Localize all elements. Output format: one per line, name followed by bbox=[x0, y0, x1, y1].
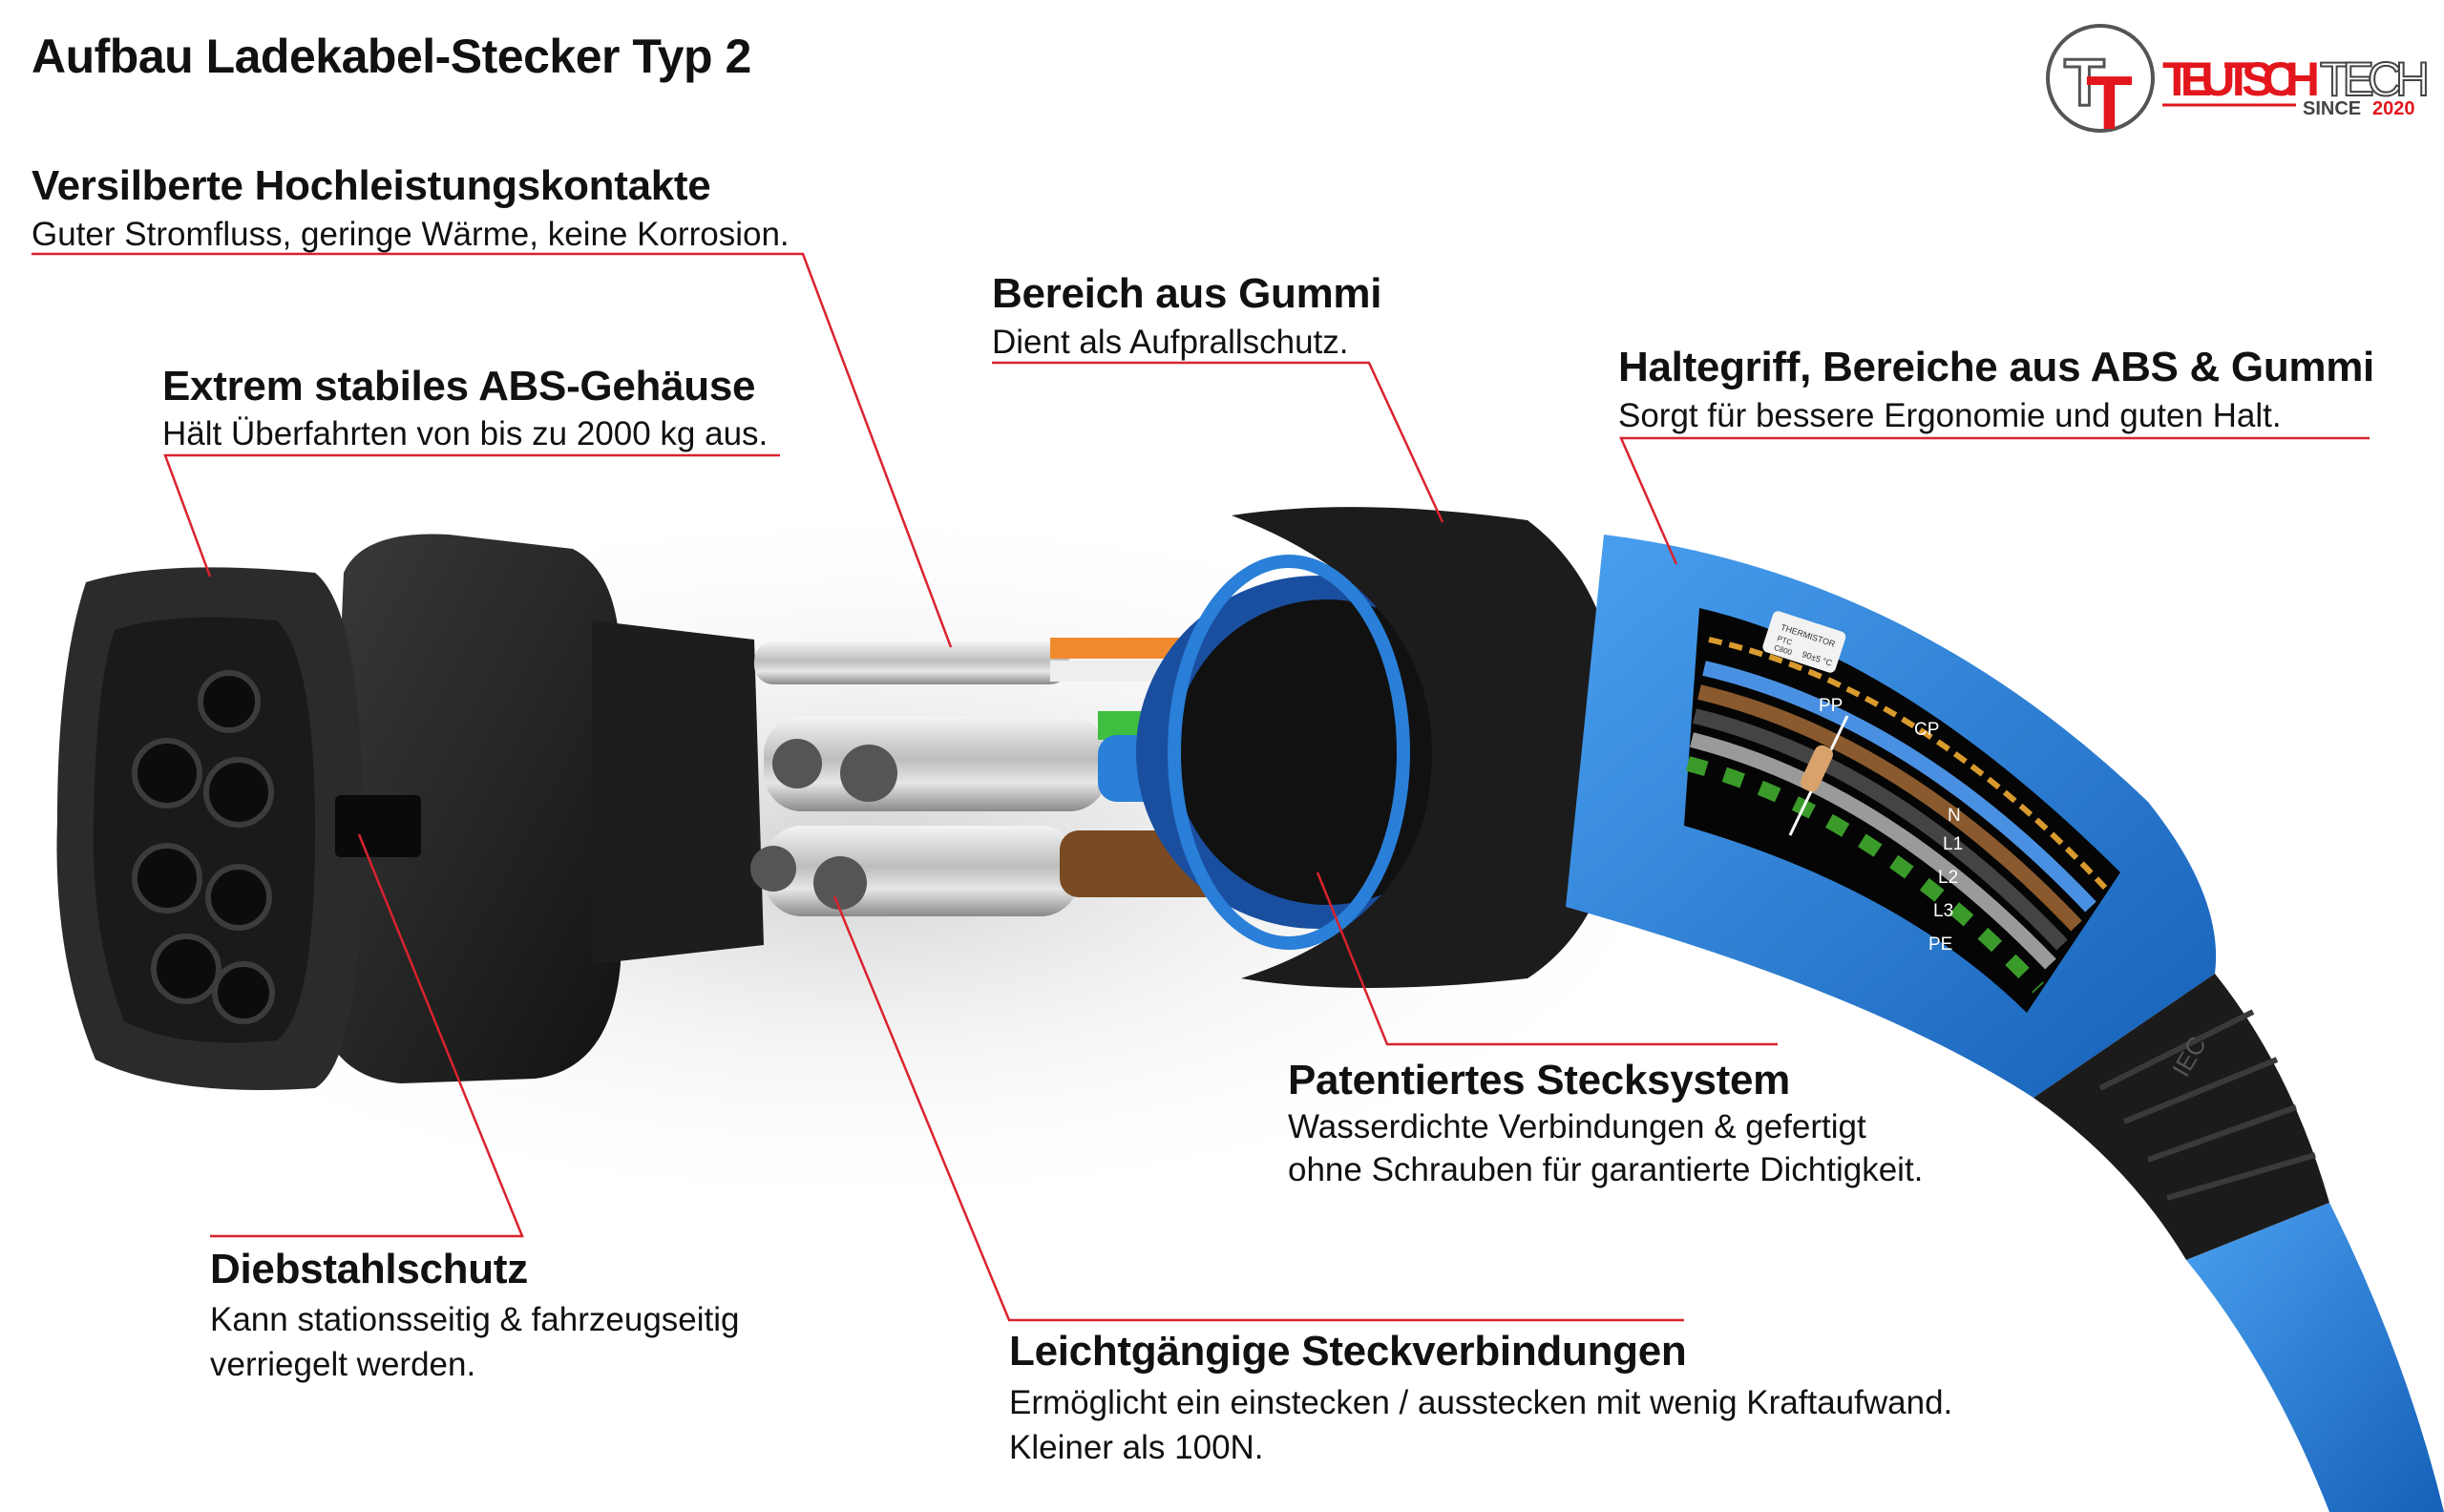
callout-heading: Haltegriff, Bereiche aus ABS & Gummi bbox=[1618, 344, 2374, 390]
cutaway-wires bbox=[1685, 637, 2108, 994]
wire-label-pe: PE bbox=[1928, 934, 1952, 955]
callout-text: ohne Schrauben für garantierte Dichtigke… bbox=[1288, 1151, 1924, 1188]
callout-line-connectors bbox=[832, 895, 1684, 1322]
callout-text: verriegelt werden. bbox=[210, 1346, 476, 1383]
logo-ring bbox=[2046, 24, 2155, 133]
charging-cable bbox=[2186, 1203, 2444, 1512]
resistor-icon bbox=[1801, 745, 1833, 792]
callout-text: Guter Stromfluss, geringe Wärme, keine K… bbox=[32, 216, 790, 253]
callout-line-contacts bbox=[32, 252, 953, 648]
logo-brand-red: TEUTSCH bbox=[2162, 52, 2320, 106]
callout-lines bbox=[32, 252, 2370, 1322]
wire-label-pp: PP bbox=[1819, 696, 1843, 716]
thermistor-icon bbox=[1762, 611, 1846, 673]
page-title: Aufbau Ladekabel-Stecker Typ 2 bbox=[32, 30, 751, 83]
wire-label-n: N bbox=[1948, 806, 1961, 826]
strain-relief-sleeve bbox=[2033, 974, 2329, 1260]
svg-text:T: T bbox=[2086, 60, 2133, 138]
callout-line-rubber bbox=[992, 361, 1444, 523]
callout-text: Sorgt für bessere Ergonomie und guten Ha… bbox=[1618, 397, 2282, 434]
logo-year: 2020 bbox=[2372, 98, 2415, 119]
plug-system-rings bbox=[1136, 507, 1623, 988]
sleeve-ribs bbox=[2098, 1009, 2316, 1201]
silver-contacts bbox=[750, 641, 1107, 916]
svg-text:T: T bbox=[2064, 45, 2105, 119]
callout-text: Kleiner als 100N. bbox=[1009, 1429, 1264, 1466]
callout-text: Dient als Aufprallschutz. bbox=[992, 324, 1349, 361]
callout-line-handle bbox=[1619, 436, 2370, 565]
socket-holes bbox=[132, 670, 275, 1024]
callout-heading: Patentiertes Stecksystem bbox=[1288, 1057, 1790, 1103]
callout-line-plug-system bbox=[1316, 872, 1778, 1046]
rubber-bumper-ring bbox=[1232, 507, 1623, 988]
abs-housing bbox=[56, 534, 764, 1090]
logo-brand-outline: TECH bbox=[2320, 52, 2430, 106]
anti-theft-lock-slot bbox=[335, 795, 421, 857]
callout-line-anti-theft bbox=[210, 833, 524, 1238]
teutschtech-logo: T T TEUTSCH TECH SINCE 2020 bbox=[2043, 19, 2434, 145]
callout-heading: Diebstahlschutz bbox=[210, 1246, 528, 1292]
wire-label-cp: CP bbox=[1914, 720, 1939, 740]
callout-text: Ermöglicht ein einstecken / ausstecken m… bbox=[1009, 1384, 1953, 1421]
callout-text: Hält Überfahrten von bis zu 2000 kg aus. bbox=[162, 415, 769, 452]
callout-text: Wasserdichte Verbindungen & gefertigt bbox=[1288, 1108, 1866, 1145]
wire-label-l1: L1 bbox=[1943, 834, 1963, 854]
wire-label-l2: L2 bbox=[1938, 868, 1958, 888]
wire-label-l3: L3 bbox=[1933, 901, 1953, 921]
callout-heading: Leichtgängige Steckverbindungen bbox=[1009, 1328, 1687, 1375]
callout-heading: Extrem stabiles ABS-Gehäuse bbox=[162, 363, 756, 410]
callout-text: Kann stationsseitig & fahrzeugseitig bbox=[210, 1301, 740, 1338]
callout-heading: Bereich aus Gummi bbox=[992, 270, 1382, 317]
callout-line-housing bbox=[163, 453, 780, 578]
callout-heading: Versilberte Hochleistungskontakte bbox=[32, 162, 711, 209]
logo-since: SINCE bbox=[2303, 98, 2361, 119]
